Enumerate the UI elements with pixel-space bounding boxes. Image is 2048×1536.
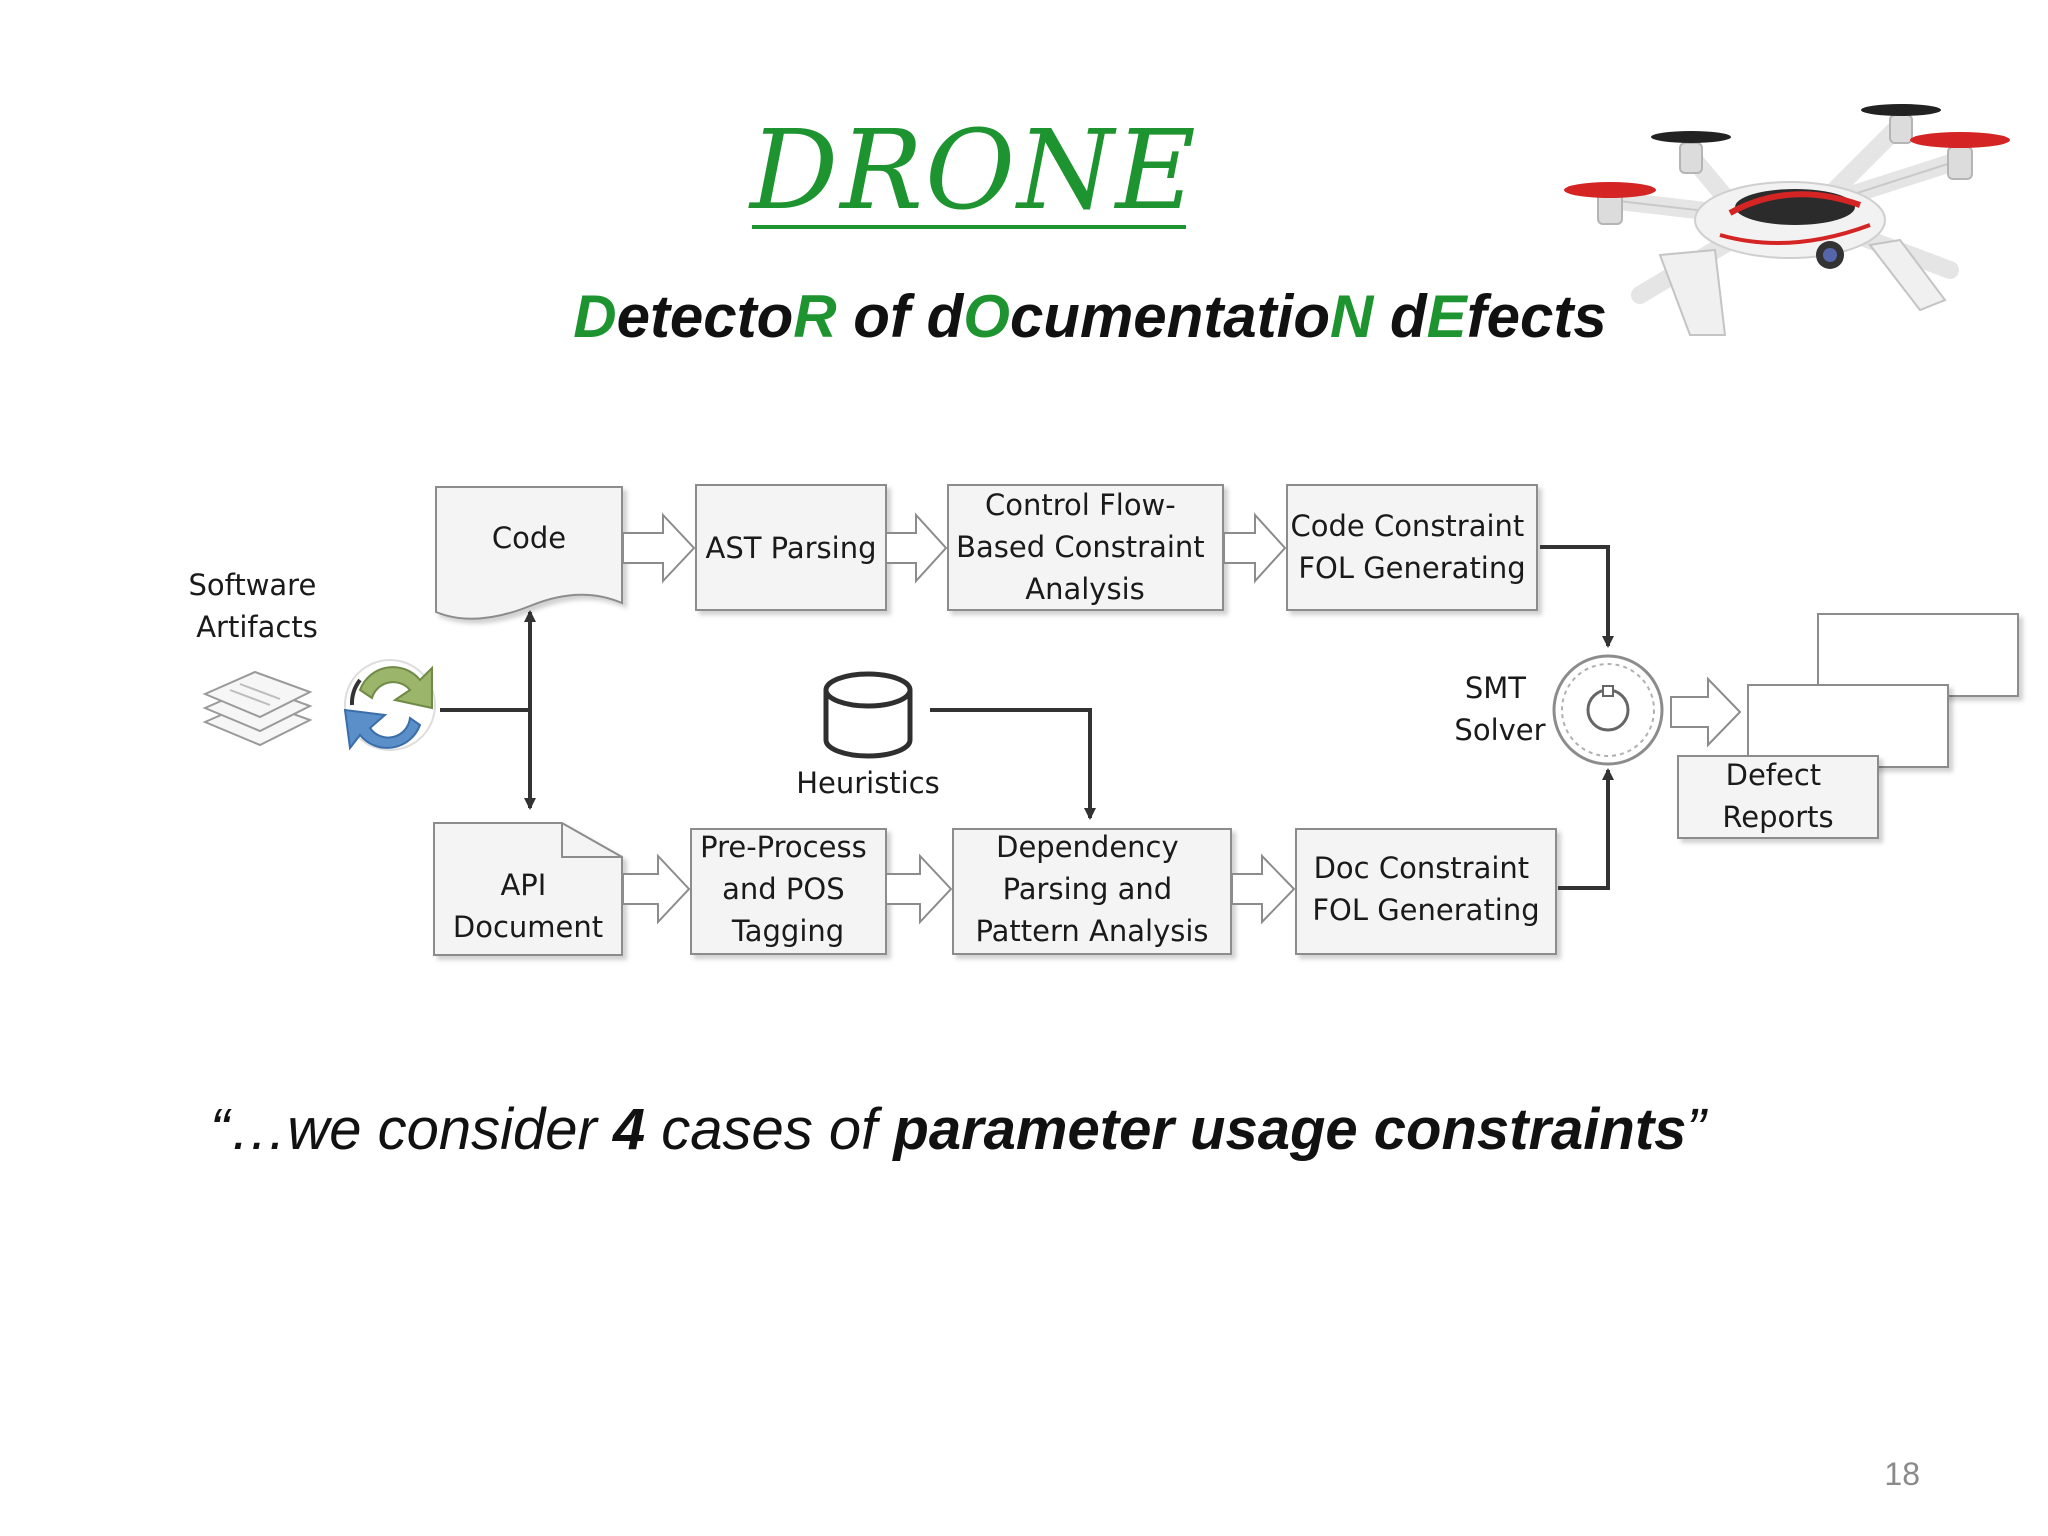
code-node [435,486,623,620]
database-icon [823,671,913,759]
software-artifacts-label: Software Artifacts [188,568,325,644]
dependency-node [952,828,1232,955]
pre-process-node [690,828,887,955]
smt-solver-label: SMT Solver [1454,671,1545,747]
subtitle-text-segment: of d [836,283,964,350]
code-constraint-node [1286,484,1538,611]
subtitle-highlight-letter: D [573,283,617,350]
document-stack-icon [202,670,313,747]
api-document-label: API Document [453,868,603,944]
defect-reports-node [1677,613,2019,839]
ast-parsing-node [695,484,887,611]
dependency-label: Dependency Parsing and Pattern Analysis [975,830,1208,948]
drone-illustration [1564,104,2010,336]
quote-text: “…we consider 4 cases of parameter usage… [210,1097,1706,1162]
smt-solver-node [1552,654,1664,766]
slide-subtitle: DetectoR of dOcumentatioN dEfects [380,282,1800,351]
flow-arrows [622,512,1742,925]
subtitle-text-segment: cumentatio [1009,283,1330,350]
subtitle-highlight-letter: N [1329,283,1374,350]
pipeline-diagram: Software Artifacts Code [188,484,2019,956]
api-document-node [433,822,623,956]
heuristics-label: Heuristics [796,766,940,800]
subtitle-highlight-letter: R [793,283,837,350]
title-underline [752,225,1186,229]
doc-constraint-label: Doc Constraint FOL Generating [1312,851,1539,927]
subtitle-highlight-letter: O [963,283,1010,350]
drone-icon [1564,104,2010,336]
slide-title: DRONE [750,106,1198,234]
control-flow-label: Control Flow- Based Constraint Analysis [956,488,1214,606]
doc-constraint-node [1295,828,1557,955]
subtitle-highlight-letter: E [1426,283,1467,350]
subtitle-text-segment: d [1373,283,1427,350]
defect-reports-label: Defect Reports [1722,758,1833,834]
ast-parsing-label: AST Parsing [705,531,876,565]
cycle-icon [343,659,436,751]
subtitle-text-segment: fects [1466,283,1607,350]
code-label: Code [492,521,566,555]
subtitle-text-segment: etecto [616,283,794,350]
code-constraint-label: Code Constraint FOL Generating [1290,509,1533,585]
control-flow-node [947,484,1224,611]
page-number: 18 [1884,1456,1920,1492]
pre-process-label: Pre-Process and POS Tagging [700,830,876,948]
